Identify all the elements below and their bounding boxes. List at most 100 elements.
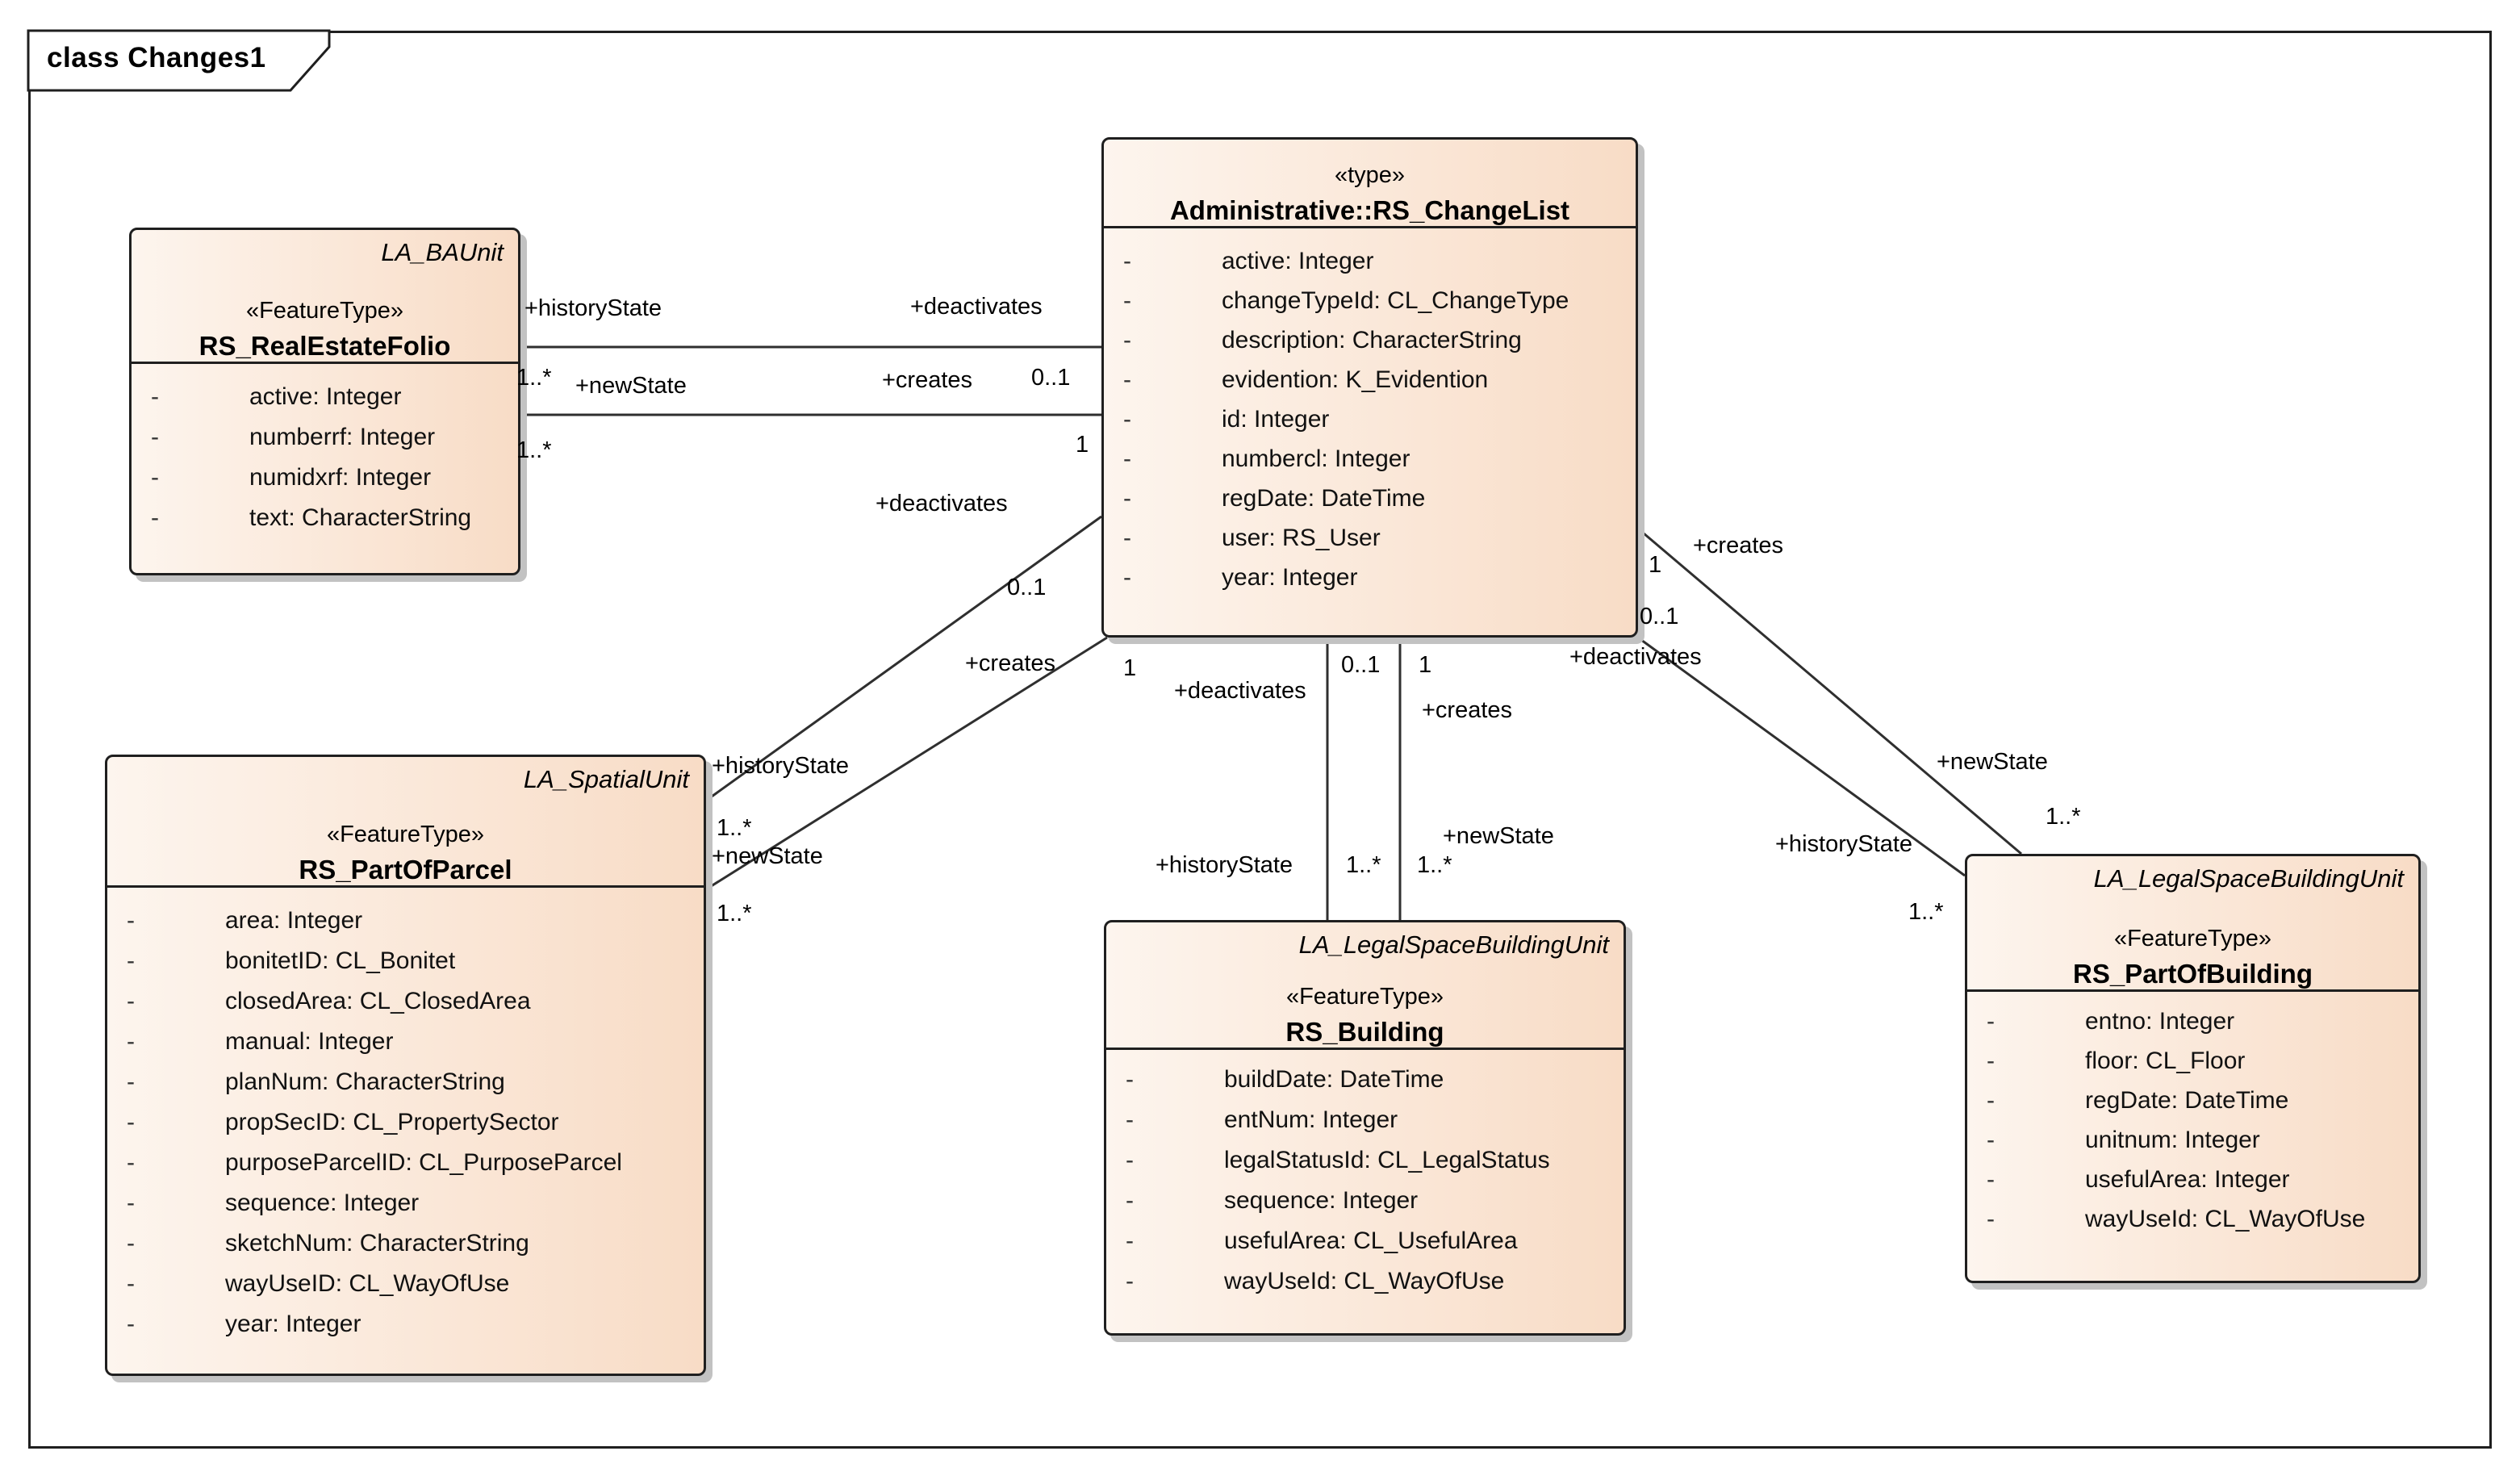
attribute-row: - active: Integer xyxy=(132,377,518,417)
attribute-row: -numberrf: Integer xyxy=(132,417,518,458)
visibility-marker: - xyxy=(1126,1187,1134,1214)
parent-classifier-label: LA_LegalSpaceBuildingUnit xyxy=(2093,864,2404,893)
attribute-row: - numbercl: Integer xyxy=(1104,439,1636,479)
visibility-marker: - xyxy=(1123,445,1131,472)
association-parcel-creates[interactable] xyxy=(705,636,1108,891)
attribute-row: - closedArea: CL_ClosedArea xyxy=(107,981,704,1022)
attribute-list: -active: Integer-numberrf: Integer-numid… xyxy=(132,362,518,573)
association-pob-creates[interactable] xyxy=(1637,527,2022,855)
attribute-text: buildDate: DateTime xyxy=(1224,1066,1444,1093)
visibility-marker: - xyxy=(1987,1086,1995,1114)
attribute-list: -buildDate: DateTime-entNum: Integer-leg… xyxy=(1106,1048,1624,1333)
class-header: LA_SpatialUnit «FeatureType» RS_PartOfPa… xyxy=(107,757,704,885)
attribute-text: sequence: Integer xyxy=(225,1190,420,1216)
stereotype-label: «type» xyxy=(1334,162,1406,188)
attribute-row: -purposeParcelID: CL_PurposeParcel xyxy=(107,1143,704,1183)
attribute-text: wayUseId: CL_WayOfUse xyxy=(2085,1205,2366,1232)
attribute-text: propSecID: CL_PropertySector xyxy=(225,1109,559,1135)
attribute-row: - wayUseID: CL_WayOfUse xyxy=(107,1264,704,1304)
attribute-row: - manual: Integer xyxy=(107,1022,704,1062)
attribute-list: -area: Integer-bonitetID: CL_Bonitet-clo… xyxy=(107,885,704,1374)
attribute-text: sequence: Integer xyxy=(1224,1187,1419,1214)
attribute-row: - entNum: Integer xyxy=(1106,1100,1624,1140)
attribute-text: usefulArea: CL_UsefulArea xyxy=(1224,1227,1518,1254)
attribute-text: active: Integer xyxy=(249,383,402,410)
visibility-marker: - xyxy=(1987,1165,1995,1193)
attribute-text: entNum: Integer xyxy=(1224,1106,1398,1133)
class-rs-partofparcel[interactable]: LA_SpatialUnit «FeatureType» RS_PartOfPa… xyxy=(105,755,706,1376)
visibility-marker: - xyxy=(151,424,159,450)
visibility-marker: - xyxy=(1987,1007,1995,1035)
visibility-marker: - xyxy=(127,1311,135,1337)
attribute-row: -regDate: DateTime xyxy=(1104,479,1636,518)
attribute-row: -year: Integer xyxy=(107,1304,704,1344)
visibility-marker: - xyxy=(151,383,159,410)
attribute-text: unitnum: Integer xyxy=(2085,1126,2260,1153)
attribute-row: - wayUseId: CL_WayOfUse xyxy=(1967,1199,2418,1239)
attribute-text: manual: Integer xyxy=(225,1028,394,1055)
attribute-row: - active: Integer xyxy=(1104,241,1636,281)
visibility-marker: - xyxy=(1123,247,1131,274)
attribute-text: entno: Integer xyxy=(2085,1007,2235,1035)
visibility-marker: - xyxy=(127,1109,135,1135)
visibility-marker: - xyxy=(127,947,135,974)
attribute-text: planNum: CharacterString xyxy=(225,1068,505,1095)
attribute-list: - entno: Integer - floor: CL_Floor -regDate:… xyxy=(1967,989,2418,1281)
attribute-row: -wayUseId: CL_WayOfUse xyxy=(1106,1261,1624,1302)
class-rs-partofbuilding[interactable]: LA_LegalSpaceBuildingUnit «FeatureType» … xyxy=(1965,854,2421,1283)
class-rs-building[interactable]: LA_LegalSpaceBuildingUnit «FeatureType» … xyxy=(1104,920,1626,1336)
class-rs-changelist[interactable]: «type» Administrative::RS_ChangeList - ac… xyxy=(1101,137,1638,638)
attribute-text: wayUseID: CL_WayOfUse xyxy=(225,1270,510,1297)
attribute-text: user: RS_User xyxy=(1222,524,1381,551)
attribute-row: - usefulArea: Integer xyxy=(1967,1160,2418,1199)
diagram-frame xyxy=(28,31,2492,1449)
association-pob-deactivates[interactable] xyxy=(1637,636,1966,877)
attribute-row: - numidxrf: Integer xyxy=(132,458,518,498)
visibility-marker: - xyxy=(1123,405,1131,433)
stereotype-label: «FeatureType» xyxy=(245,298,404,324)
attribute-row: -changeTypeId: CL_ChangeType xyxy=(1104,281,1636,320)
visibility-marker: - xyxy=(1987,1047,1995,1074)
visibility-marker: - xyxy=(151,464,159,491)
class-name: RS_PartOfParcel xyxy=(299,855,512,884)
class-name: RS_RealEstateFolio xyxy=(199,331,451,361)
stereotype-label: «FeatureType» xyxy=(1285,984,1444,1010)
attribute-row: -evidention: K_Evidention xyxy=(1104,360,1636,399)
visibility-marker: - xyxy=(1126,1106,1134,1133)
visibility-marker: - xyxy=(127,1270,135,1297)
attribute-text: text: CharacterString xyxy=(249,504,472,531)
class-rs-realestatefolio[interactable]: LA_BAUnit «FeatureType» RS_RealEstateFol… xyxy=(129,228,520,575)
class-name: Administrative::RS_ChangeList xyxy=(1169,195,1570,225)
attribute-row: -regDate: DateTime xyxy=(1967,1081,2418,1120)
attribute-row: -id: Integer xyxy=(1104,399,1636,439)
attribute-text: legalStatusId: CL_LegalStatus xyxy=(1224,1147,1550,1173)
attribute-text: numidxrf: Integer xyxy=(249,464,432,491)
class-header: LA_LegalSpaceBuildingUnit «FeatureType» … xyxy=(1106,922,1624,1048)
attribute-text: changeTypeId: CL_ChangeType xyxy=(1222,286,1569,314)
attribute-list: -active: Integer-changeTypeId: CL_Change… xyxy=(1104,226,1636,635)
visibility-marker: - xyxy=(127,988,135,1014)
attribute-row: -user: RS_User xyxy=(1104,518,1636,558)
visibility-marker: - xyxy=(1126,1227,1134,1254)
attribute-row: -unitnum: Integer xyxy=(1967,1120,2418,1160)
parent-classifier-label: LA_LegalSpaceBuildingUnit xyxy=(1298,930,1609,959)
class-name: RS_PartOfBuilding xyxy=(2072,959,2313,989)
attribute-row: -legalStatusId: CL_LegalStatus xyxy=(1106,1140,1624,1181)
attribute-text: closedArea: CL_ClosedArea xyxy=(225,988,531,1014)
attribute-row: -area: Integer xyxy=(107,901,704,941)
attribute-text: floor: CL_Floor xyxy=(2085,1047,2246,1074)
visibility-marker: - xyxy=(127,1068,135,1095)
attribute-text: year: Integer xyxy=(1222,563,1358,591)
attribute-row: -year: Integer xyxy=(1104,558,1636,597)
attribute-text: regDate: DateTime xyxy=(1222,484,1426,512)
visibility-marker: - xyxy=(127,907,135,934)
association-parcel-deactivates[interactable] xyxy=(705,515,1102,802)
attribute-text: numbercl: Integer xyxy=(1222,445,1410,472)
attribute-text: active: Integer xyxy=(1222,247,1374,274)
visibility-marker: - xyxy=(127,1028,135,1055)
attribute-row: - floor: CL_Floor xyxy=(1967,1041,2418,1081)
attribute-text: usefulArea: Integer xyxy=(2085,1165,2290,1193)
visibility-marker: - xyxy=(1987,1205,1995,1232)
attribute-row: - usefulArea: CL_UsefulArea xyxy=(1106,1221,1624,1261)
